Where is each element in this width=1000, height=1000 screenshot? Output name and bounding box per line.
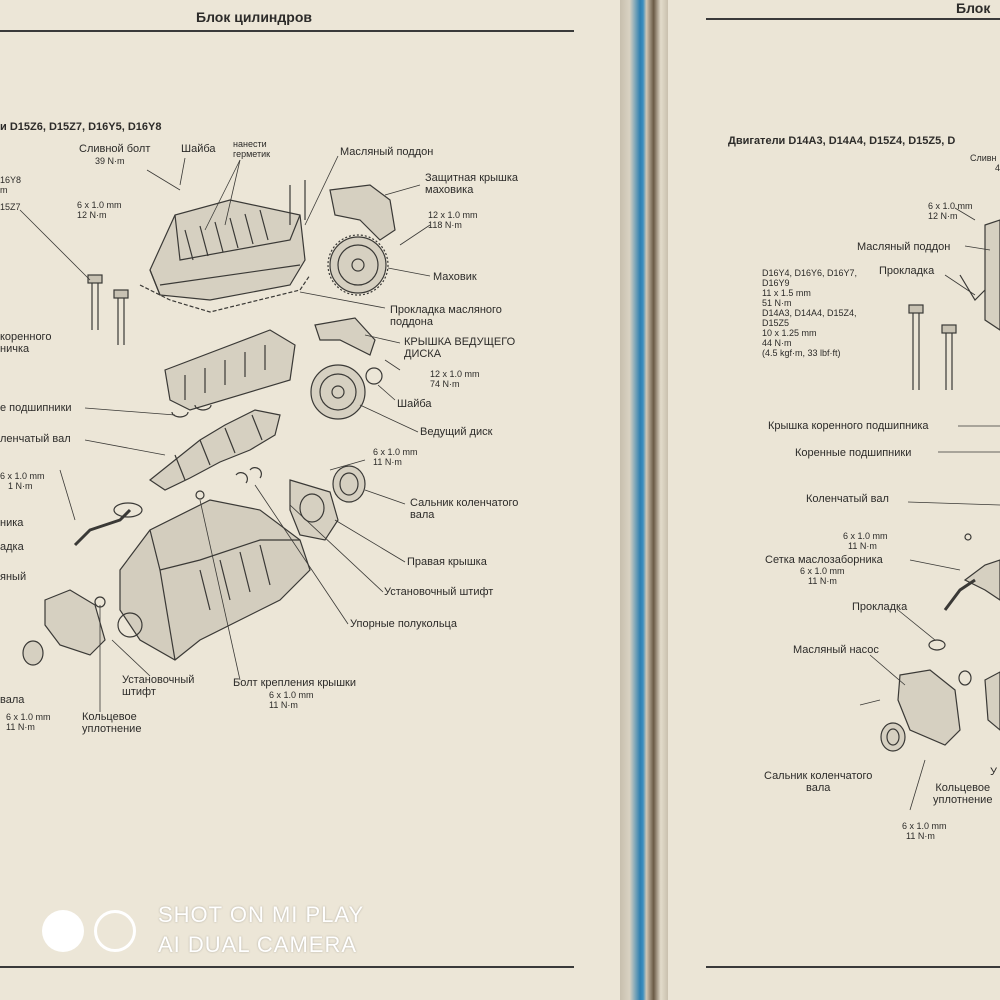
- left-header-rule: [0, 30, 574, 32]
- right-bolt-6x1-d: 6 x 1.0 mm: [902, 821, 947, 831]
- right-bolt-6x1-c: 6 x 1.0 mm: [800, 566, 845, 576]
- right-book-page: [668, 0, 1000, 1000]
- right-label-gasket: Прокладка: [852, 601, 908, 613]
- right-page-header: Блок: [956, 0, 991, 16]
- right-bolt-6x1-b-torque: 11 N·m: [848, 541, 877, 551]
- right-bolt-6x1-a: 6 x 1.0 mm: [928, 201, 973, 211]
- label-cap-bolt-torque: 11 N·m: [269, 700, 298, 710]
- label-crank-seal: Сальник коленчатого вала: [410, 497, 519, 521]
- left-footer-rule: [0, 966, 574, 968]
- right-label-main-bearing-cap: Крышка коренного подшипника: [768, 420, 929, 432]
- right-label-oil-pump: Масляный насос: [793, 644, 879, 656]
- right-label-o-ring: Кольцевое уплотнение: [933, 782, 993, 806]
- label-bolt-6x1-b-torque: 11 N·m: [373, 457, 402, 467]
- label-bolt-12x1-b-torque: 74 N·m: [430, 379, 460, 389]
- label-cap-bolt-size: 6 x 1.0 mm: [269, 690, 314, 700]
- label-cap-bolt: Болт крепления крышки: [233, 677, 356, 689]
- label-bolt-12x1-a-torque: 118 N·m: [428, 220, 462, 230]
- label-crank-fragment: ленчатый вал: [0, 433, 71, 445]
- label-drive-plate: Ведущий диск: [420, 426, 493, 438]
- right-label-gasket-top: Прокладка: [879, 265, 935, 277]
- right-frag-slivn: Сливн: [970, 153, 997, 163]
- right-engines-title: Двигатели D14A3, D14A4, D15Z4, D15Z5, D: [728, 135, 956, 147]
- label-bolt-fragment-1: 6 x 1.0 mm: [0, 471, 45, 481]
- right-label-main-bearings: Коренные подшипники: [795, 447, 912, 459]
- label-bolt-6x1-c-torque: 11 N·m: [6, 722, 35, 732]
- right-bolt-6x1-c-torque: 11 N·m: [808, 576, 837, 586]
- label-dowel-pin: Установочный штифт: [384, 586, 494, 598]
- watermark-line-1: SHOT ON MI PLAY: [158, 902, 365, 927]
- right-frag-4: 4: [995, 163, 1000, 173]
- label-fragment-nika: ника: [0, 517, 24, 529]
- label-bolt-6x1-c: 6 x 1.0 mm: [6, 712, 51, 722]
- left-exploded-engine-diagram: [19, 155, 431, 712]
- frag-15z7: 15Z7: [0, 202, 21, 212]
- label-bearings-fragment: е подшипники: [0, 402, 72, 414]
- label-o-ring: Кольцевое уплотнение: [82, 711, 142, 735]
- left-page-header: Блок цилиндров: [196, 9, 312, 25]
- label-washer-top: Шайба: [181, 143, 216, 155]
- right-label-crankshaft: Коленчатый вал: [806, 493, 889, 505]
- label-dowel-pin-2: Установочный штифт: [122, 674, 195, 698]
- right-label-oil-pan: Масляный поддон: [857, 241, 951, 253]
- right-label-oil-strainer: Сетка маслозаборника: [765, 554, 883, 566]
- label-drain-bolt: Сливной болт: [79, 143, 151, 155]
- label-oil-pan-gasket: Прокладка масляного поддона: [390, 304, 502, 328]
- right-footer-rule: [706, 966, 1000, 968]
- right-label-fragment-u: У: [990, 766, 997, 778]
- watermark-dot-filled: [42, 910, 84, 952]
- label-bolt-12x1-b: 12 x 1.0 mm: [430, 369, 480, 379]
- frag-16y8: 16Y8: [0, 175, 22, 185]
- label-drain-bolt-torque: 39 N·m: [95, 156, 125, 166]
- label-flywheel-cover: Защитная крышка маховика: [425, 172, 519, 196]
- label-bolt-12x1-a: 12 x 1.0 mm: [428, 210, 478, 220]
- watermark-line-2: AI DUAL CAMERA: [158, 932, 358, 957]
- label-bolt-6x1-a-torque: 12 N·m: [77, 210, 107, 220]
- book-spine-page-edges: [620, 0, 668, 1000]
- label-right-cover: Правая крышка: [407, 556, 487, 568]
- label-bolt-fragment-1-torque: 1 N·m: [8, 481, 33, 491]
- right-bolt-6x1-b: 6 x 1.0 mm: [843, 531, 888, 541]
- right-bolt-6x1-a-torque: 12 N·m: [928, 211, 958, 221]
- label-fragment-yany: яный: [0, 571, 27, 583]
- frag-m: m: [0, 185, 8, 195]
- label-main-cap-fragment: коренного ничка: [0, 331, 52, 355]
- label-fragment-adka: адка: [0, 541, 24, 553]
- label-washer: Шайба: [397, 398, 432, 410]
- right-bolt-6x1-d-torque: 11 N·m: [906, 831, 935, 841]
- right-bolt-spec-block: D16Y4, D16Y6, D16Y7, D16Y9 11 x 1.5 mm 5…: [762, 268, 858, 358]
- right-header-rule: [706, 18, 1000, 20]
- label-fragment-vala: вала: [0, 694, 25, 706]
- label-flywheel: Маховик: [433, 271, 477, 283]
- label-oil-pan: Масляный поддон: [340, 146, 434, 158]
- label-bolt-6x1-a: 6 x 1.0 mm: [77, 200, 122, 210]
- watermark-dot-ring: [94, 910, 136, 952]
- label-sealant: нанести герметик: [233, 139, 271, 159]
- right-label-crank-seal: Сальник коленчатого вала: [764, 770, 873, 794]
- label-thrust-washers: Упорные полукольца: [350, 618, 457, 630]
- label-drive-plate-cover: КРЫШКА ВЕДУЩЕГО ДИСКА: [404, 336, 516, 360]
- label-bolt-6x1-b: 6 x 1.0 mm: [373, 447, 418, 457]
- left-engines-title: и D15Z6, D15Z7, D16Y5, D16Y8: [0, 121, 162, 133]
